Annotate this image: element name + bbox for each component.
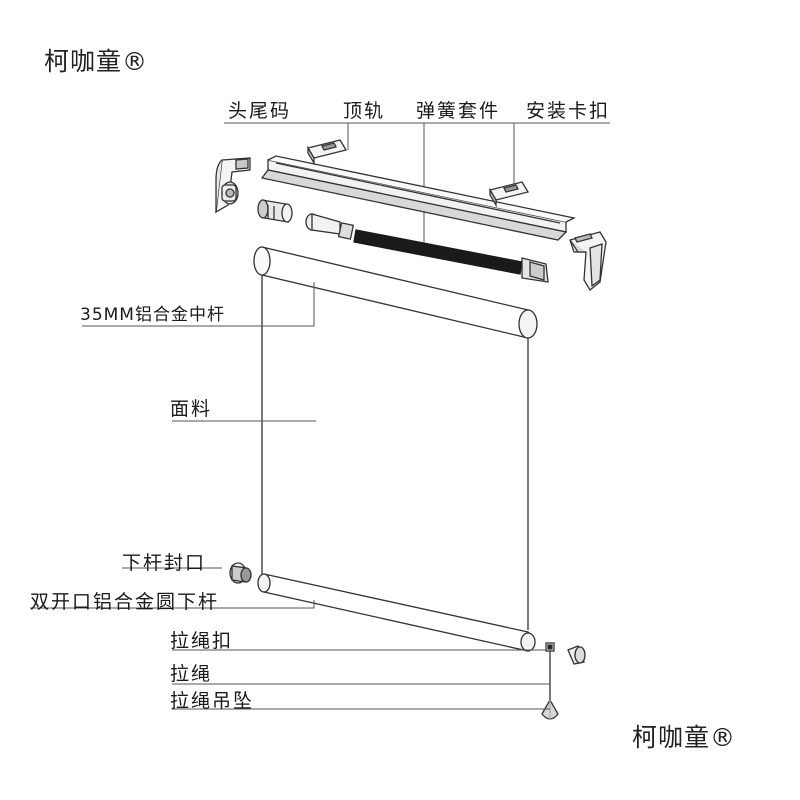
cord-buckle [545, 642, 555, 652]
cord-weight [541, 698, 559, 720]
leader-lines-top [224, 122, 610, 245]
cord-knob [567, 645, 586, 665]
label-cord: 拉绳 [170, 663, 213, 685]
label-bottom-rod: 双开口铝合金圆下杆 [30, 591, 220, 613]
label-center-rod: 35MM铝合金中杆 [80, 305, 225, 325]
brand-logo-top: 柯咖童® [44, 47, 149, 76]
top-rail [260, 155, 576, 241]
bottom-rod-cap [229, 562, 252, 584]
label-bottom-rod-cap: 下杆封口 [122, 552, 207, 574]
label-fabric: 面料 [170, 398, 213, 420]
label-top-rail: 顶轨 [343, 100, 386, 122]
end-cap-left [215, 157, 251, 214]
bottom-rod [257, 573, 536, 652]
label-spring-kit: 弹簧套件 [416, 100, 501, 122]
center-plug [257, 199, 293, 223]
leader-lines-left [30, 282, 550, 710]
label-cord-weight: 拉绳吊坠 [170, 690, 255, 712]
brand-logo-bottom: 柯咖童® [632, 723, 737, 752]
label-cord-buckle: 拉绳扣 [170, 630, 234, 652]
install-clip-right [488, 181, 530, 208]
spring-kit [305, 213, 549, 283]
install-clip-left [306, 139, 348, 166]
label-install-clip: 安装卡扣 [526, 100, 611, 122]
label-end-cap: 头尾码 [228, 100, 292, 122]
end-cap-right [569, 231, 607, 291]
